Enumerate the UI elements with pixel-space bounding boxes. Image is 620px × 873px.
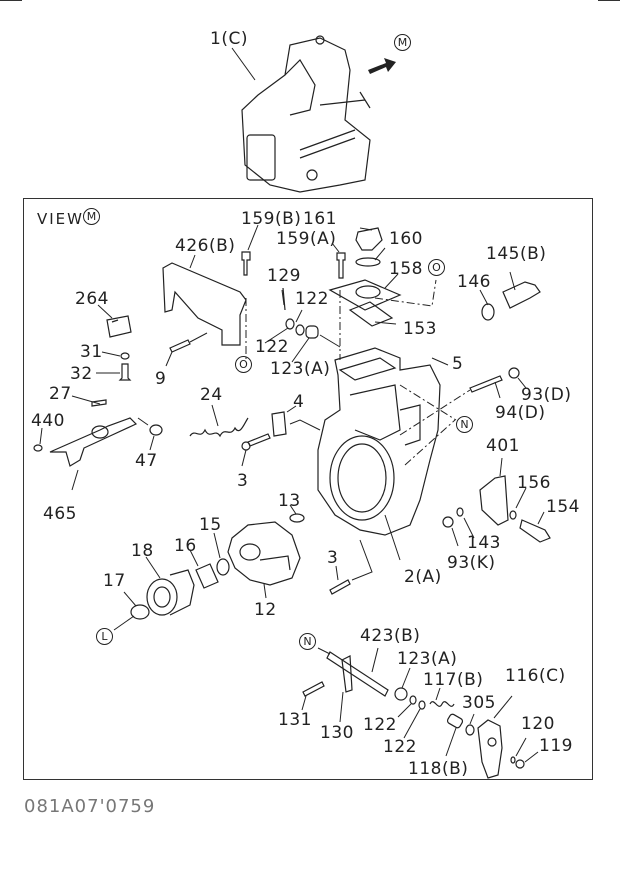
leader-1c — [231, 47, 256, 81]
callout-305: 305 — [462, 693, 496, 713]
callout-4: 4 — [293, 392, 305, 412]
ref-marker-o-1: O — [428, 259, 445, 276]
callout-159a: 159(A) — [276, 229, 337, 249]
callout-401: 401 — [486, 436, 520, 456]
part-145b-fitting — [502, 281, 541, 309]
callout-426b: 426(B) — [175, 236, 236, 256]
callout-131: 131 — [278, 710, 312, 730]
callout-423b: 423(B) — [360, 626, 421, 646]
view-m-frame — [23, 198, 593, 780]
callout-3-a: 3 — [237, 471, 249, 491]
part-4-plate — [271, 411, 287, 437]
callout-130: 130 — [320, 723, 354, 743]
callout-143: 143 — [467, 533, 501, 553]
part-401-lever — [479, 475, 509, 526]
part-153-gasket — [348, 301, 394, 327]
callout-12: 12 — [254, 600, 277, 620]
callout-94d: 94(D) — [495, 403, 546, 423]
view-marker-m-top: M — [394, 34, 411, 51]
callout-161: 161 — [303, 209, 337, 229]
injection-pump-assembly — [241, 35, 371, 193]
part-131-bolt — [302, 681, 325, 697]
view-direction-arrow — [368, 58, 396, 74]
callout-122-d: 122 — [383, 737, 417, 757]
callout-17: 17 — [103, 571, 126, 591]
callout-13: 13 — [278, 491, 301, 511]
callout-129: 129 — [267, 266, 301, 286]
callout-122-a: 122 — [295, 289, 329, 309]
callout-120: 120 — [521, 714, 555, 734]
corner-mark-left — [0, 0, 22, 1]
callout-118b: 118(B) — [408, 759, 469, 779]
callout-156: 156 — [517, 473, 551, 493]
callout-2a: 2(A) — [404, 567, 442, 587]
callout-160: 160 — [389, 229, 423, 249]
part-18-flyweight — [146, 569, 195, 616]
callout-32: 32 — [70, 364, 93, 384]
callout-264: 264 — [75, 289, 109, 309]
callout-123a-top: 123(A) — [270, 359, 331, 379]
callout-154: 154 — [546, 497, 580, 517]
callout-158: 158 — [389, 259, 423, 279]
callout-153: 153 — [403, 319, 437, 339]
part-27-pin — [91, 399, 107, 407]
callout-123a-bottom: 123(A) — [397, 649, 458, 669]
callout-122-c: 122 — [363, 715, 397, 735]
part-158-cover — [328, 279, 402, 311]
ref-marker-n-1: N — [456, 416, 473, 433]
callout-3-b: 3 — [327, 548, 339, 568]
part-118b-collar — [446, 713, 464, 729]
governor-housing — [317, 347, 441, 536]
ref-marker-l-1: L — [96, 628, 113, 645]
part-423b-shaft — [326, 651, 389, 697]
callout-122-b: 122 — [255, 337, 289, 357]
callout-117b: 117(B) — [423, 670, 484, 690]
callout-18: 18 — [131, 541, 154, 561]
callout-31: 31 — [80, 342, 103, 362]
callout-27: 27 — [49, 384, 72, 404]
callout-24: 24 — [200, 385, 223, 405]
callout-15: 15 — [199, 515, 222, 535]
callout-16: 16 — [174, 536, 197, 556]
part-426b-bracket — [162, 262, 247, 346]
callout-159b: 159(B) — [241, 209, 302, 229]
part-130-lever — [341, 655, 353, 693]
view-marker-m: M — [83, 208, 100, 225]
part-161-plug — [355, 227, 383, 251]
callout-119: 119 — [539, 736, 573, 756]
part-264 — [106, 315, 132, 338]
callout-440: 440 — [31, 411, 65, 431]
part-12-weight-holder — [227, 521, 301, 586]
callout-47: 47 — [135, 451, 158, 471]
callout-145b: 145(B) — [486, 244, 547, 264]
part-16-sleeve — [195, 563, 219, 589]
corner-mark-right — [598, 0, 620, 1]
callout-5: 5 — [452, 354, 464, 374]
part-94d-stud — [469, 375, 503, 393]
callout-146: 146 — [457, 272, 491, 292]
part-117b-spring — [429, 701, 455, 707]
callout-9: 9 — [155, 369, 167, 389]
callout-116c: 116(C) — [505, 666, 566, 686]
document-number: 081A07'0759 — [24, 796, 156, 817]
part-116c-lever — [477, 719, 503, 779]
callout-1c: 1(C) — [210, 29, 248, 49]
ref-marker-o-2: O — [235, 356, 252, 373]
part-154-bolt — [519, 519, 551, 543]
callout-465: 465 — [43, 504, 77, 524]
view-title: VIEW — [37, 210, 84, 228]
callout-93d: 93(D) — [521, 385, 572, 405]
part-24-spring — [189, 417, 249, 438]
callout-93k: 93(K) — [447, 553, 496, 573]
ref-marker-n-2: N — [299, 633, 316, 650]
